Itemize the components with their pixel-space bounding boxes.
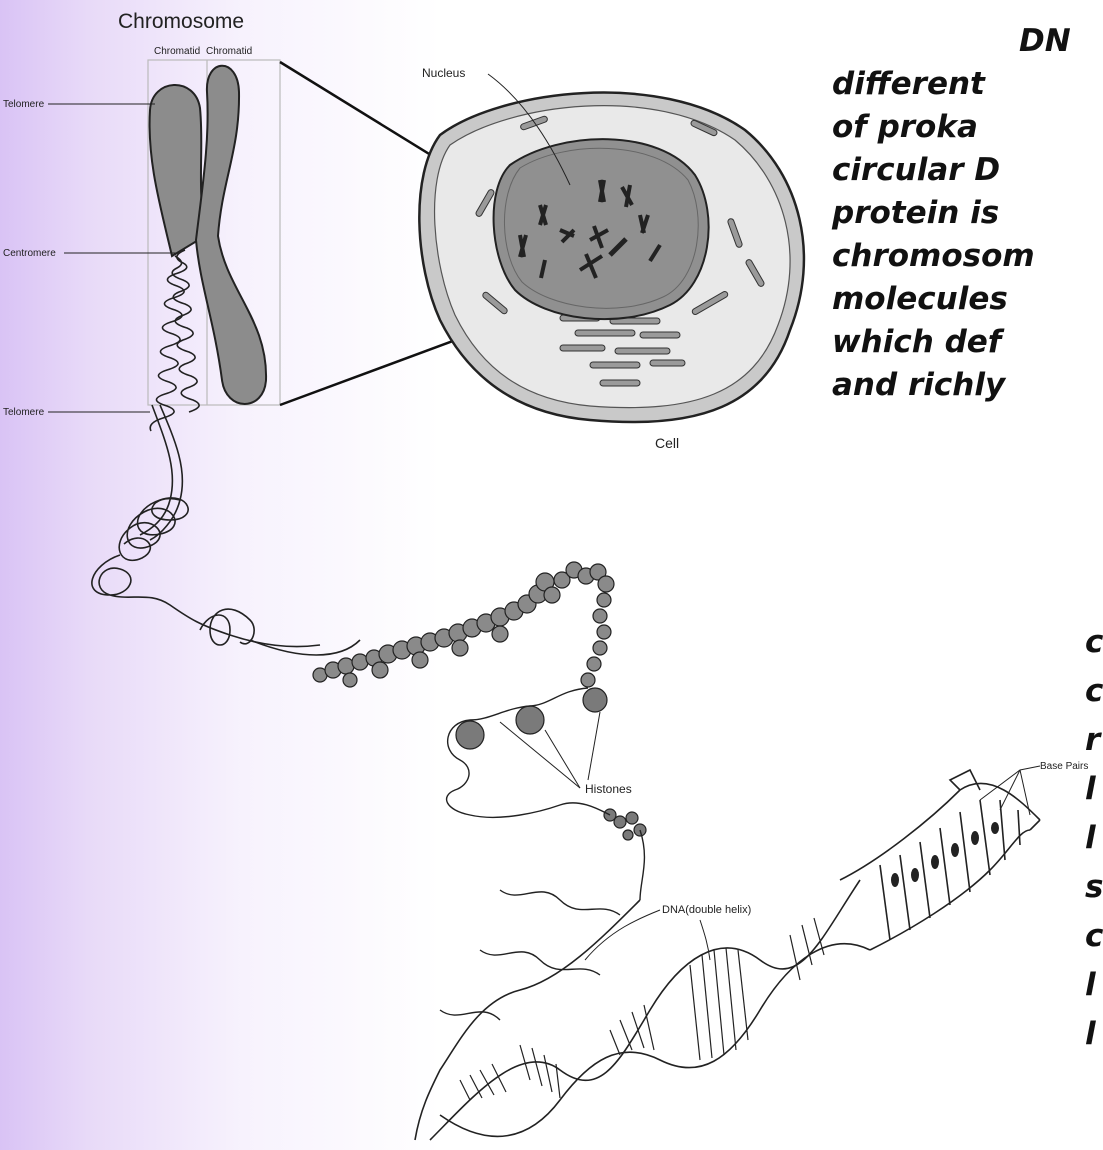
chromatid-left-label: Chromatid [154, 46, 200, 57]
telomere-top-label: Telomere [3, 99, 45, 110]
text-line: c [1085, 912, 1103, 961]
text-line: chromosom [832, 235, 1071, 278]
text-line: l [1085, 1010, 1103, 1059]
text-line: molecules [832, 278, 1071, 321]
base-pair-ladder [840, 770, 1040, 950]
text-line: of proka [832, 106, 1071, 149]
text-line: circular D [832, 149, 1071, 192]
text-line: which def [832, 321, 1071, 364]
text-line: DN [832, 20, 1071, 63]
base-pairs-label: Base Pairs [1040, 761, 1088, 772]
cell-label: Cell [655, 435, 679, 451]
chromatid-right-label: Chromatid [206, 46, 252, 57]
nucleus-label: Nucleus [422, 66, 465, 80]
text-line: c [1085, 618, 1103, 667]
text-line: l [1085, 765, 1103, 814]
telomere-bottom-label: Telomere [3, 407, 45, 418]
cell [419, 93, 804, 423]
text-line: l [1085, 814, 1103, 863]
nucleus [494, 139, 709, 319]
chromosome-title: Chromosome [118, 10, 244, 33]
text-line: l [1085, 961, 1103, 1010]
helix-rungs [460, 918, 824, 1100]
text-line: c [1085, 667, 1103, 716]
chromatin-fiber [92, 405, 360, 655]
paragraph-bottom: c c r l l s c l l [1085, 618, 1103, 1059]
dna-label: DNA(double helix) [662, 904, 751, 916]
nucleosome-fiber [313, 562, 614, 687]
paragraph-top: DN different of proka circular D protein… [832, 20, 1071, 407]
text-line: and richly [832, 364, 1071, 407]
centromere-label: Centromere [3, 248, 56, 259]
text-line: different [832, 63, 1071, 106]
dna-double-helix [415, 880, 870, 1140]
coiled-chromatin [150, 250, 199, 431]
histones-label: Histones [585, 782, 632, 796]
text-line: r [1085, 716, 1103, 765]
text-line: s [1085, 863, 1103, 912]
text-line: protein is [832, 192, 1071, 235]
